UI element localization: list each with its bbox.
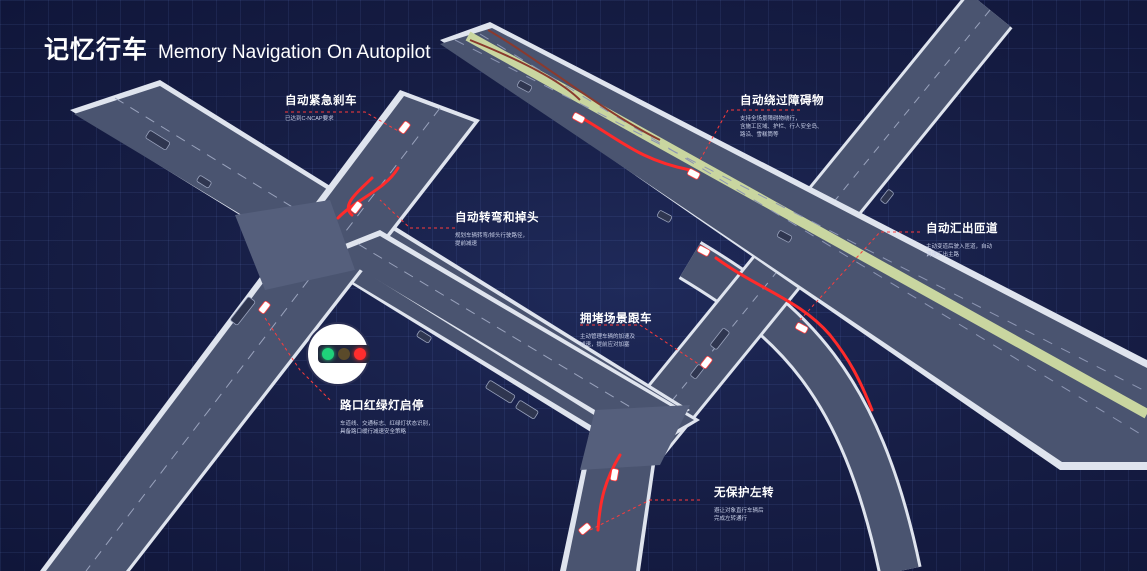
title-chinese: 记忆行车 <box>44 36 149 64</box>
yellow-lamp-icon <box>338 348 350 360</box>
callout-traffic-jam: 拥堵场景跟车 主动管理车辆的加速及 减速，提前应对加塞 <box>580 310 652 349</box>
traffic-light-housing <box>318 345 370 363</box>
traffic-light-icon <box>306 322 370 386</box>
callout-desc: 规划车辆转弯/掉头行驶路径， 提前减速 <box>455 233 529 247</box>
callout-desc: 已达到C-NCAP要求 <box>285 116 334 122</box>
callout-obstacle-bypass: 自动绕过障碍物 支持全场景障碍物绕行， 含施工区域、护栏、行人安全岛、 路沿、雪… <box>740 92 824 139</box>
callout-title: 自动汇出匝道 <box>926 223 998 235</box>
memory-trajectories <box>469 29 661 141</box>
vehicles <box>145 80 894 419</box>
middle-road <box>330 230 700 450</box>
callout-emergency-brake: 自动紧急刹车 已达到C-NCAP要求 <box>285 92 357 123</box>
callout-title: 路口红绿灯启停 <box>340 400 424 412</box>
main-highway <box>440 22 1147 470</box>
callout-desc: 避让对象直行车辆后 完成左转通行 <box>714 508 764 522</box>
callout-title: 无保护左转 <box>714 487 774 499</box>
callout-desc: 主动管理车辆的加速及 减速，提前应对加塞 <box>580 334 636 348</box>
callout-title: 自动绕过障碍物 <box>740 95 824 107</box>
callout-title: 自动紧急刹车 <box>285 95 357 107</box>
callout-merge-ramp: 自动汇出匝道 主动变道后驶入匝道，自动 调速汇出主路 <box>926 220 998 259</box>
callout-desc: 主动变道后驶入匝道，自动 调速汇出主路 <box>926 244 993 258</box>
callout-title: 拥堵场景跟车 <box>580 313 652 325</box>
callout-desc: 支持全场景障碍物绕行， 含施工区域、护栏、行人安全岛、 路沿、雪糕筒等 <box>740 116 823 138</box>
leader-lines <box>264 109 920 531</box>
callout-traffic-light: 路口红绿灯启停 车道线、交通标志、红绿灯状态识别， 具备路口缓行减速安全策略 <box>340 397 434 436</box>
callout-desc: 车道线、交通标志、红绿灯状态识别， 具备路口缓行减速安全策略 <box>340 421 434 435</box>
callout-unprotected-left: 无保护左转 避让对象直行车辆后 完成左转通行 <box>714 484 774 523</box>
ramp-road <box>678 241 922 571</box>
intersections <box>235 200 690 470</box>
page-title: 记忆行车 Memory Navigation On Autopilot <box>44 30 430 66</box>
title-english: Memory Navigation On Autopilot <box>158 42 431 63</box>
red-lamp-icon <box>354 348 366 360</box>
callout-title: 自动转弯和掉头 <box>455 212 539 224</box>
ego-vehicles <box>258 112 809 535</box>
planned-routes <box>336 116 874 532</box>
callout-turn-uturn: 自动转弯和掉头 规划车辆转弯/掉头行驶路径， 提前减速 <box>455 209 539 248</box>
green-lamp-icon <box>322 348 334 360</box>
